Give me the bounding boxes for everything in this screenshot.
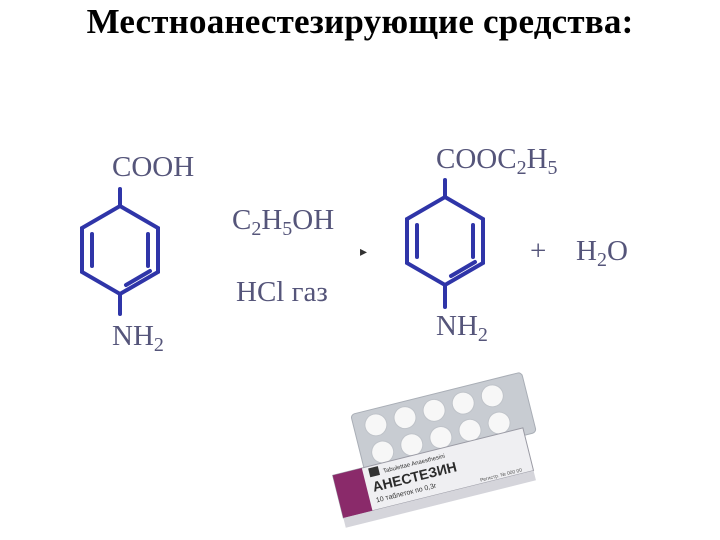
reaction-arrow: ▸ — [360, 245, 368, 260]
anesthesin-package-photo: Tabulettae Anaesthesini АНЕСТЕЗИН 10 таб… — [327, 352, 537, 532]
product-bottom-group: NH2 — [436, 310, 488, 346]
product-top-group: COOC2H5 — [436, 143, 558, 179]
reactant-bottom-group: NH2 — [112, 320, 164, 356]
slide-title: Местноанестезирующие средства: — [86, 2, 634, 41]
reagent-ethanol: C2H5OH — [232, 204, 335, 240]
reagent-catalyst: HCl газ — [236, 276, 328, 308]
plus-sign: + — [530, 235, 547, 267]
blister-pack — [351, 372, 537, 475]
medicine-box: Tabulettae Anaesthesini АНЕСТЕЗИН 10 таб… — [332, 427, 536, 528]
reactant-top-group: COOH — [112, 151, 195, 183]
water-formula: H2O — [576, 235, 628, 271]
